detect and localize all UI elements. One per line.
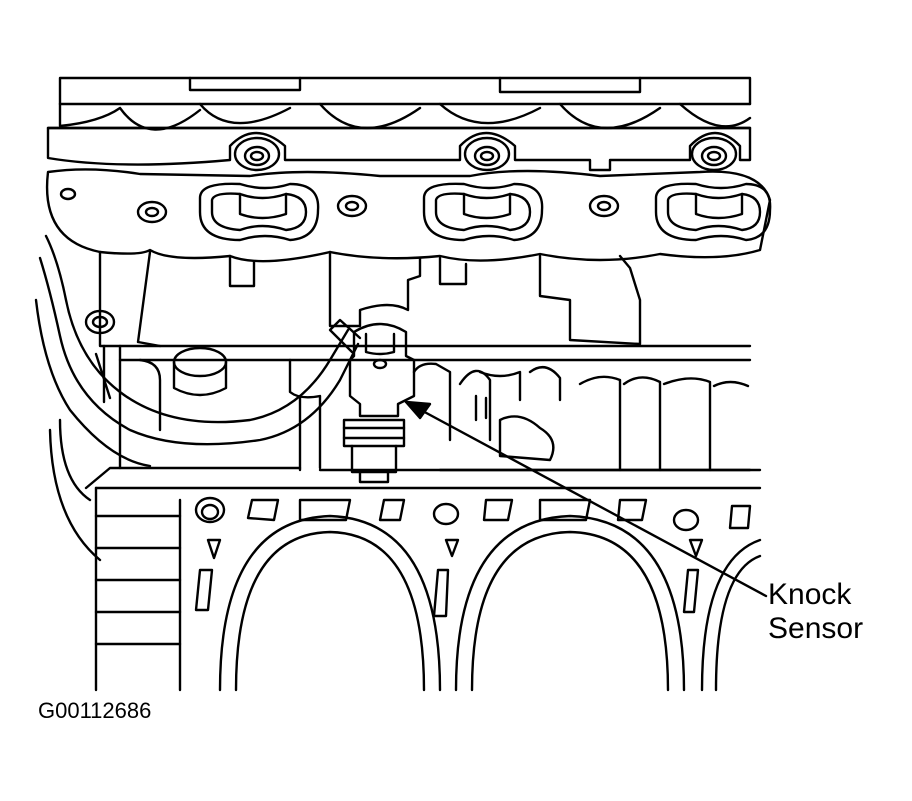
callout-label-line1: Knock (768, 578, 852, 611)
dowel-hole (138, 202, 166, 222)
block-deck (120, 346, 750, 470)
block-bosses (86, 252, 750, 346)
intake-manifold-top (60, 78, 750, 130)
wiring-harness (36, 236, 360, 560)
head-flange (48, 128, 750, 170)
intake-port (656, 184, 770, 240)
head-bolt (692, 138, 736, 170)
cylinder-block-lower (86, 468, 760, 690)
knock-sensor (344, 324, 414, 482)
manifold-gasket (47, 169, 770, 261)
figure-id: G00112686 (38, 698, 152, 723)
boss (174, 348, 226, 376)
cylinder-bore (456, 516, 684, 690)
dowel-hole (338, 196, 366, 216)
intake-port (424, 184, 542, 240)
water-jacket-openings (196, 500, 750, 616)
cylinder-bore (702, 540, 760, 690)
cylinder-bore (220, 516, 440, 690)
dowel-hole (590, 196, 618, 216)
head-bolt (235, 138, 279, 170)
intake-port (200, 184, 318, 240)
callout-label-line2: Sensor (768, 612, 864, 645)
head-bolt (465, 138, 509, 170)
small-hole (61, 189, 75, 199)
